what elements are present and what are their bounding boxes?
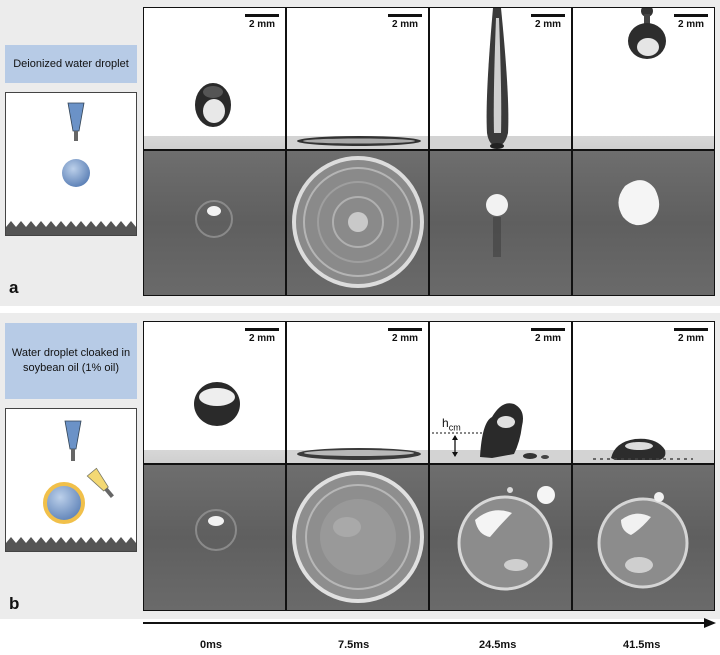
scale-bar: 2 mm (674, 328, 708, 344)
cloaked-droplet-top-view (195, 509, 237, 551)
cloaked-droplet-b (43, 482, 85, 524)
cloaked-spread-top-view (292, 471, 424, 603)
frame-a-41.5ms-top (572, 150, 715, 296)
droplet-side-view (195, 83, 231, 127)
cloaked-lift-top-view (457, 486, 555, 591)
scale-bar: 2 mm (531, 328, 565, 344)
schematic-b (5, 408, 137, 552)
schematic-a (5, 92, 137, 236)
frame-b-0ms-side: 2 mm (143, 321, 286, 464)
scale-bar: 2 mm (674, 14, 708, 30)
cloaked-settle-side-view (573, 438, 714, 463)
frame-a-24.5ms-top (429, 150, 572, 296)
cloaked-spread-side-view (287, 448, 428, 463)
frame-a-0ms-top (143, 150, 286, 296)
frame-a-7.5ms-top (286, 150, 429, 296)
frame-a-0ms-side: 2 mm (143, 7, 286, 150)
nozzle-tip-b (71, 449, 75, 461)
frame-a-7.5ms-side: 2 mm (286, 7, 429, 150)
height-annotation: hcm (442, 416, 461, 433)
jet-top-view (486, 194, 508, 257)
scale-bar: 2 mm (531, 14, 565, 30)
panel-letter-b: b (9, 594, 20, 613)
schematic-a-drawing (6, 102, 136, 235)
frame-b-41.5ms-top (572, 464, 715, 611)
scale-bar: 2 mm (388, 14, 422, 30)
nozzle-b (64, 420, 82, 450)
time-label-2: 24.5ms (479, 639, 517, 651)
cloaked-lift-side-view (430, 403, 571, 463)
rebound-top-view (618, 180, 660, 226)
time-label-0: 0ms (200, 639, 223, 651)
frame-b-24.5ms-top (429, 464, 572, 611)
scale-bar: 2 mm (245, 14, 279, 30)
scale-bar: 2 mm (388, 328, 422, 344)
frame-b-0ms-top (143, 464, 286, 611)
frame-a-41.5ms-side: 2 mm (572, 7, 715, 150)
cloaked-droplet-side-view (194, 382, 240, 426)
oil-nozzle-b (86, 467, 114, 498)
panel-letter-a: a (9, 278, 19, 297)
frame-b-24.5ms-side: 2 mm hcm (429, 321, 572, 464)
time-label-1: 7.5ms (338, 639, 370, 651)
cloaked-settle-top-view (597, 492, 689, 589)
droplet-top-view (195, 200, 233, 238)
textured-surface-b (6, 537, 136, 551)
condition-label-a: Deionized water droplet (5, 45, 137, 83)
frame-b-7.5ms-top (286, 464, 429, 611)
schematic-b-drawing (6, 420, 136, 551)
frame-a-24.5ms-side: 2 mm (429, 7, 572, 150)
spread-side-view (287, 136, 428, 149)
spread-top-view (292, 156, 424, 288)
scale-bar: 2 mm (245, 328, 279, 344)
rebound-side-view (628, 8, 666, 59)
jet-side-view (430, 8, 571, 149)
time-label-3: 41.5ms (623, 639, 661, 651)
condition-label-b: Water droplet cloaked in soybean oil (1%… (5, 323, 137, 399)
droplet-a (62, 159, 90, 187)
nozzle-a (67, 102, 85, 132)
textured-surface-a (6, 221, 136, 235)
nozzle-tip-a (74, 131, 78, 141)
frame-b-7.5ms-side: 2 mm (286, 321, 429, 464)
frame-b-41.5ms-side: 2 mm (572, 321, 715, 464)
